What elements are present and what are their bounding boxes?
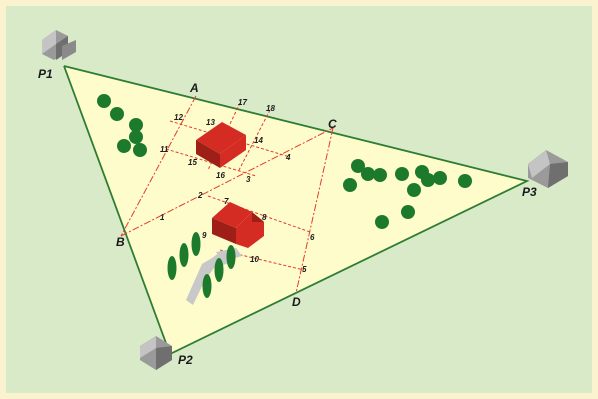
marker-11: 11	[160, 145, 169, 154]
house-roof-light	[140, 336, 156, 358]
tree-icon	[214, 258, 224, 282]
marker-7: 7	[224, 197, 229, 206]
building-lower-annex-roof	[252, 212, 264, 222]
house-p2	[140, 336, 172, 370]
marker-16: 16	[216, 171, 225, 180]
house-p3	[528, 150, 568, 188]
marker-1: 1	[160, 213, 165, 222]
tree-icon	[433, 171, 447, 185]
tree-icon	[458, 174, 472, 188]
tree-icon	[97, 94, 111, 108]
offset-line-2-6	[207, 195, 311, 233]
tree-icon	[361, 167, 375, 181]
building-upper	[196, 122, 246, 168]
marker-18: 18	[266, 104, 275, 113]
tree-icon	[351, 159, 365, 173]
tree-icon	[407, 183, 421, 197]
tree-icon	[373, 168, 387, 182]
building-upper-roof	[196, 122, 246, 154]
house-roof-light	[42, 30, 56, 54]
marker-14: 14	[254, 136, 263, 145]
marker-2: 2	[197, 191, 203, 200]
marker-13: 13	[206, 118, 215, 127]
house-annex	[62, 40, 76, 60]
building-upper-front	[220, 135, 246, 168]
building-lower-roof	[212, 202, 252, 228]
building-lower-front	[236, 212, 264, 248]
tree-icon	[226, 245, 236, 269]
tree-icon	[179, 243, 189, 267]
point-label-b: B	[116, 235, 125, 249]
tree-icon	[133, 143, 147, 157]
marker-12: 12	[174, 113, 183, 122]
line-a-b	[120, 95, 197, 237]
marker-4: 4	[285, 153, 291, 162]
line-c-d	[295, 127, 334, 294]
tree-group	[97, 94, 472, 298]
house-p1	[42, 30, 76, 60]
house-side-dark	[548, 162, 568, 188]
building-upper-side	[196, 140, 220, 168]
tree-icon	[375, 215, 389, 229]
tree-icon	[421, 173, 435, 187]
marker-6: 6	[310, 233, 315, 242]
point-label-c: C	[328, 117, 337, 131]
tree-icon	[117, 139, 131, 153]
point-label-d: D	[292, 295, 301, 309]
vertex-label-p1: P1	[38, 67, 53, 81]
tree-icon	[129, 130, 143, 144]
offset-line-9-5	[219, 249, 305, 271]
vertex-label-p3: P3	[522, 185, 537, 199]
marker-8: 8	[262, 213, 267, 222]
line-b-c	[120, 127, 334, 237]
building-lower	[212, 202, 264, 248]
marker-10: 10	[250, 255, 259, 264]
vertex-label-p2: P2	[178, 353, 193, 367]
tree-icon	[395, 167, 409, 181]
tree-icon	[202, 274, 212, 298]
tree-icon	[343, 178, 357, 192]
tree-icon	[110, 107, 124, 121]
building-lower-side	[212, 218, 236, 244]
tree-icon	[191, 232, 201, 256]
house-side-dark	[156, 346, 172, 370]
offset-line-18-16	[237, 109, 271, 173]
marker-9: 9	[202, 231, 207, 240]
marker-5: 5	[302, 265, 307, 274]
tree-icon	[167, 256, 177, 280]
marker-17: 17	[238, 98, 247, 107]
house-roof-light	[528, 150, 550, 178]
marker-15: 15	[188, 158, 197, 167]
tree-icon	[401, 205, 415, 219]
marker-3: 3	[246, 175, 251, 184]
point-label-a: A	[189, 81, 199, 95]
triangle-edges	[63, 65, 530, 356]
tree-icon	[129, 118, 143, 132]
survey-triangle	[64, 66, 527, 354]
